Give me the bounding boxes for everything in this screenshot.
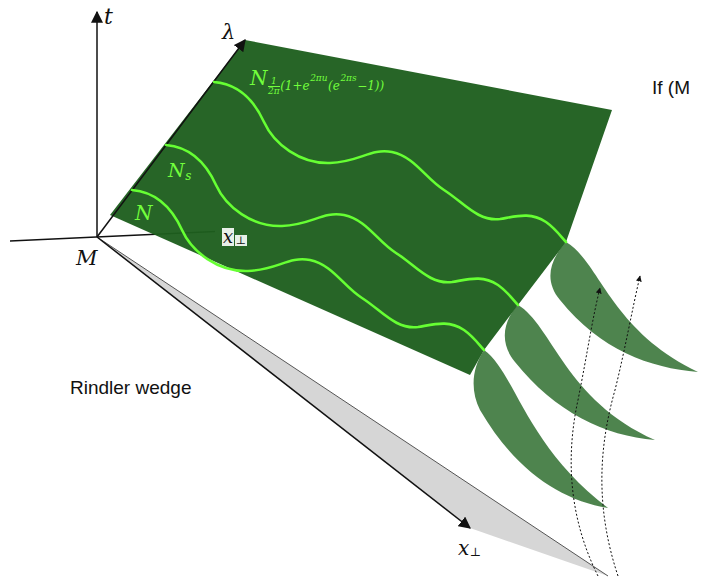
point-label: M [76,248,98,269]
curve-label: N [168,161,185,180]
fraction-numerator: 1 [271,77,277,86]
curve-label: N [135,203,153,223]
axis-label: x [222,228,234,246]
lambda-axis [97,40,245,237]
region-label: Rindler wedge [70,378,191,397]
axis-label: λ [222,22,235,43]
exponent: 2πu [310,74,327,83]
curve-subscript: s [185,170,191,182]
null-curve [132,190,484,350]
axis-subscript: ⊥ [235,235,247,246]
null-curve [214,82,566,242]
curve-subscript: −1)) [357,80,384,92]
fraction-denominator: 2π [268,86,280,96]
null-sheet [550,242,698,372]
exponent: 2πs [340,74,356,83]
curve-label: N [250,68,268,88]
axis-subscript: ⊥ [470,546,481,558]
flow-arrow [602,276,640,576]
cut-off-note: If (M [652,78,690,97]
t-axis [96,12,98,237]
axis-label: x [458,538,469,558]
null-plane [110,40,612,375]
axis-label: t [104,6,113,28]
curve-subscript: (1+e [280,80,309,92]
null-sheet [474,350,608,508]
curve-subscript: (e [328,80,340,92]
flow-arrow [571,288,600,576]
